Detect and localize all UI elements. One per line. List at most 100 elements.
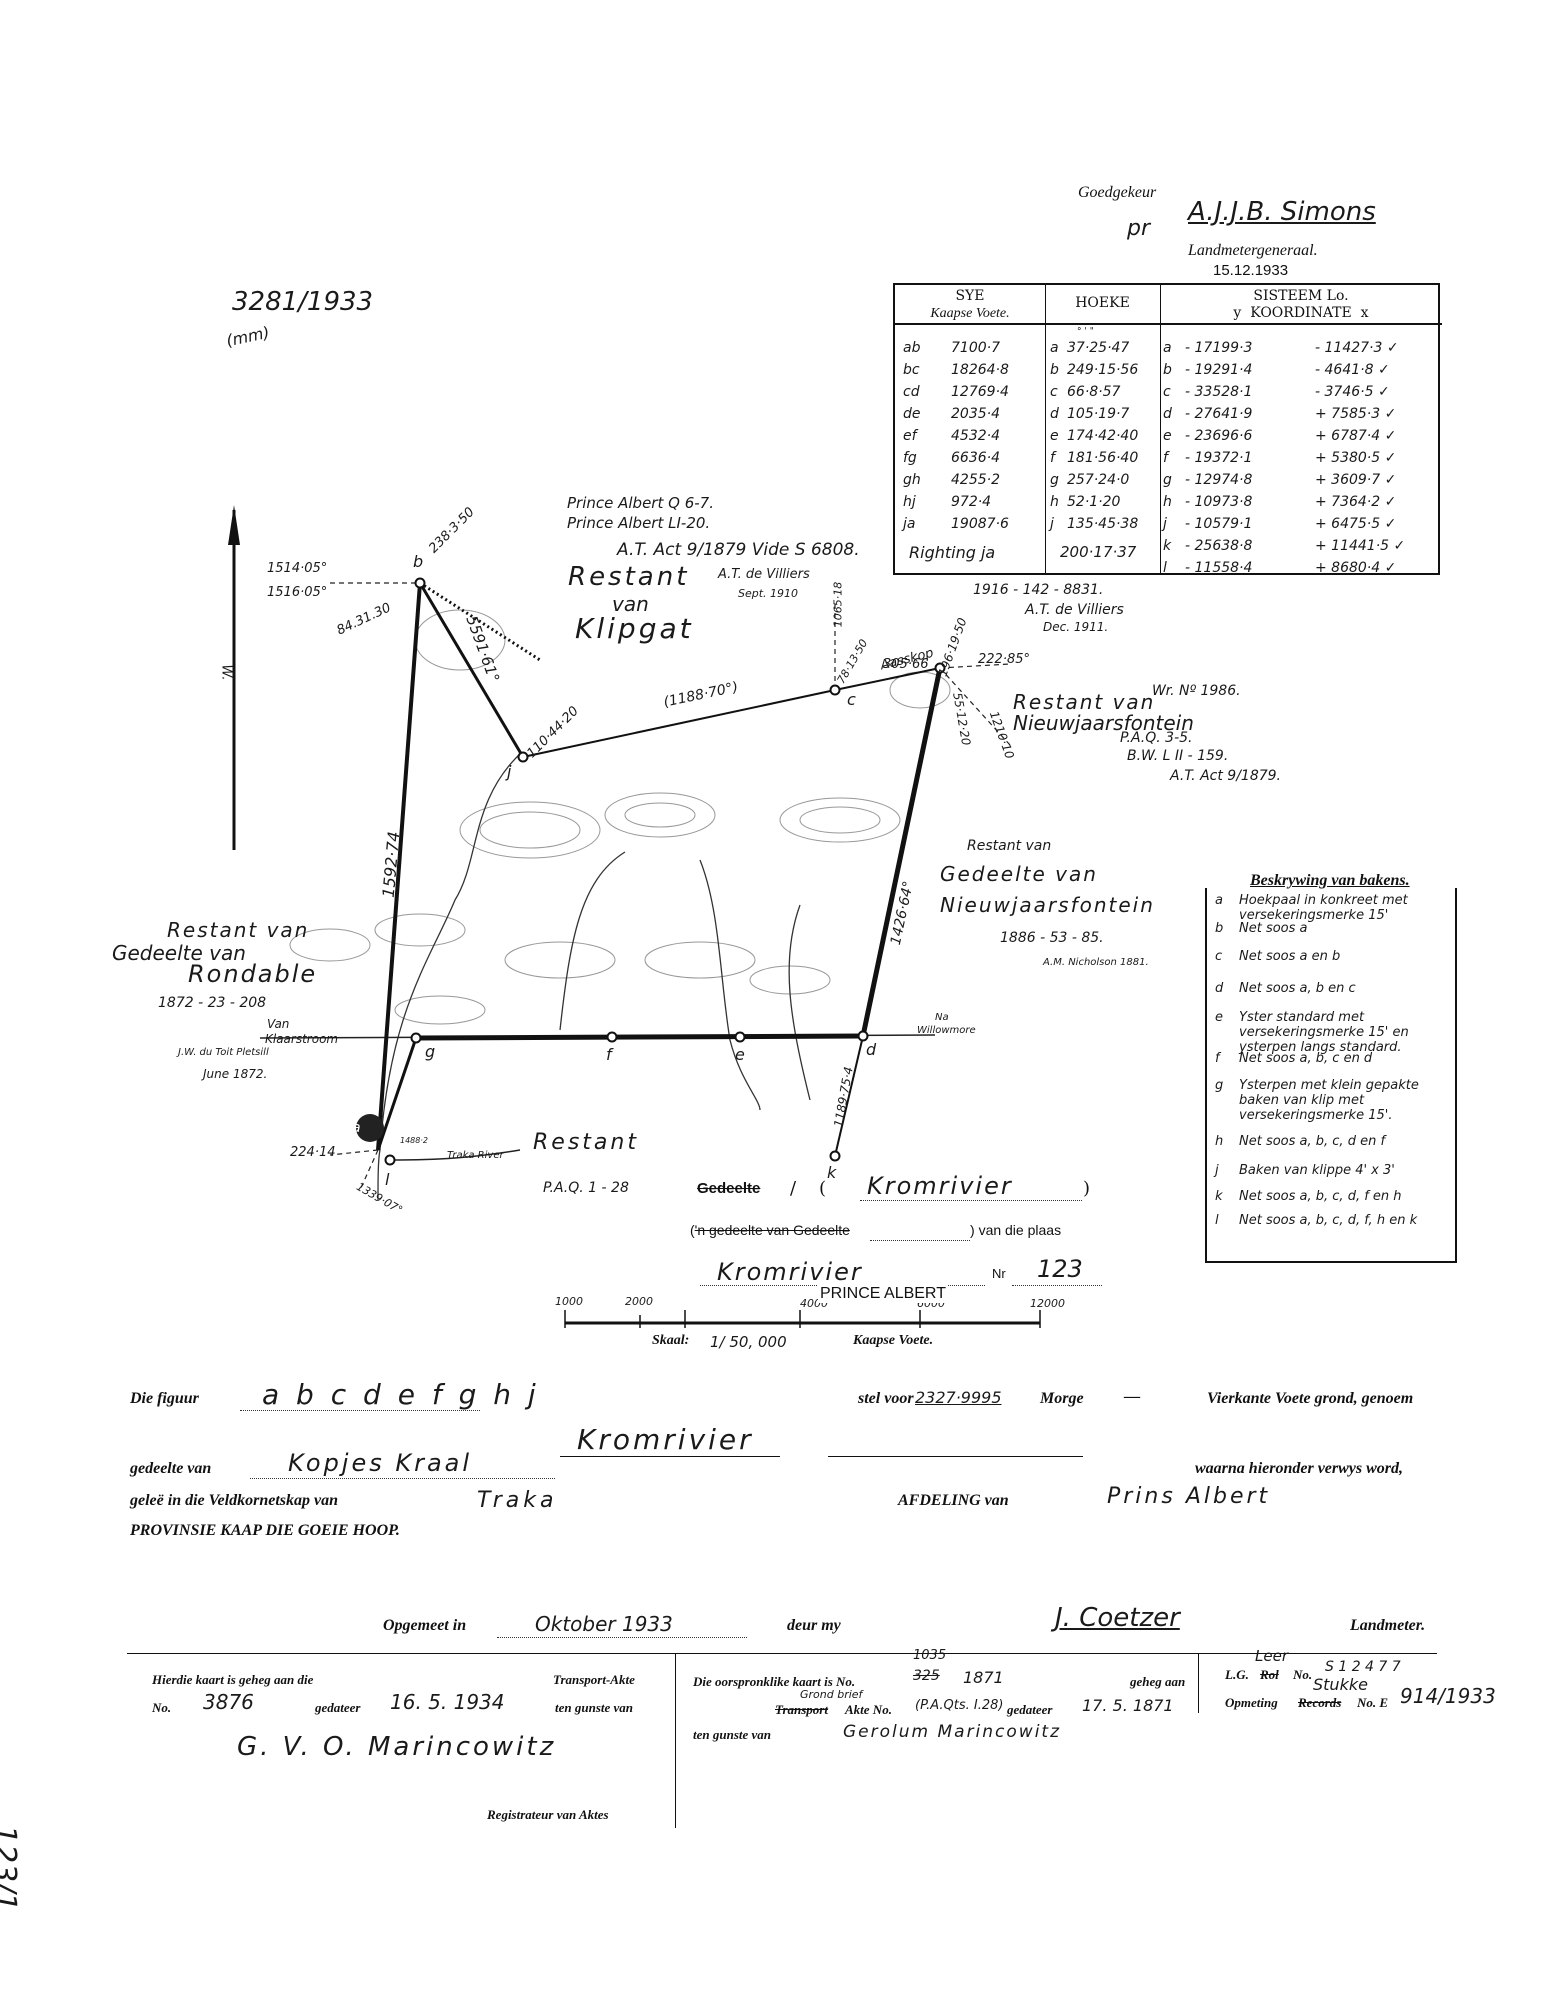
traka-river	[389, 1149, 521, 1161]
cell-length: 4532·4	[951, 428, 1000, 444]
legend-mark: b	[1215, 921, 1224, 936]
bearing-value: 200·17·37	[1060, 543, 1137, 561]
mid-right-name-2: Gedeelte van	[940, 862, 1098, 886]
annexed-label: Hierdie kaart is geheg aan die	[152, 1672, 314, 1687]
cell-side: cd	[903, 384, 920, 400]
top-neighbour-name-2: van	[612, 592, 649, 616]
cell-point: l	[1163, 560, 1167, 576]
scale-label: Skaal:	[652, 1333, 690, 1348]
top-neighbour-name-1: Restant	[568, 562, 690, 592]
cell-length: 972·4	[951, 494, 992, 510]
portion-value: Kopjes Kraal	[288, 1449, 473, 1477]
cell-point: k	[1163, 538, 1172, 554]
portion-label: gedeelte van	[130, 1460, 212, 1477]
legend-mark: l	[1215, 1213, 1219, 1228]
legend-title: Beskrywing van bakens.	[1250, 872, 1410, 889]
cell-x: + 5380·5 ✓	[1315, 450, 1397, 466]
by-label: deur my	[787, 1617, 841, 1634]
surveyed-dots	[497, 1637, 747, 1638]
legend-text: Net soos a, b, c en d	[1239, 1051, 1373, 1066]
legend-mark: e	[1215, 1010, 1223, 1025]
cell-angle: 52·1·20	[1067, 494, 1121, 510]
dimension-lines	[329, 582, 1011, 1191]
point-label-k: k	[827, 1163, 837, 1182]
dim-c-right: 222·85°	[978, 652, 1030, 667]
farm-no-dots	[1012, 1285, 1102, 1286]
lg-struck: Rol	[1260, 1667, 1279, 1682]
surveyor-title: Landmeter.	[1350, 1617, 1426, 1634]
ward-label: geleë in die Veldkornetskap van	[130, 1492, 338, 1509]
division-value: Prins Albert	[1107, 1484, 1271, 1509]
legend-text: Net soos a, b, c, d, f en h	[1239, 1189, 1402, 1204]
cell-apex: b	[1050, 362, 1059, 378]
title-line1-close: )	[1083, 1178, 1091, 1199]
title-line1-struck: Gedeelte	[697, 1180, 761, 1197]
left-by: J.W. du Toit Pletsill	[178, 1047, 269, 1058]
registrar-label: Registrateur van Aktes	[487, 1807, 609, 1822]
survey-ref-by: A.T. de Villiers	[1025, 602, 1124, 618]
legend-text: Net soos a, b en c	[1239, 981, 1356, 996]
coord-title: KOORDINATE	[1250, 305, 1352, 321]
dated-value: 16. 5. 1934	[390, 1690, 505, 1714]
cell-length: 19087·6	[951, 516, 1009, 532]
title-line2-dots	[870, 1240, 970, 1241]
orig-favour-value: Gerolum Marincowitz	[843, 1722, 1062, 1742]
top-neighbour-name-3: Klipgat	[575, 612, 694, 645]
top-ref-1: Prince Albert Q 6-7.	[567, 494, 714, 512]
dim-a-left: 224·14	[290, 1145, 336, 1160]
cell-x: + 6475·5 ✓	[1315, 516, 1397, 532]
morgen-dash: —	[1123, 1386, 1141, 1407]
top-ref-5: Sept. 1910	[738, 587, 799, 600]
form-divider-1	[675, 1653, 676, 1828]
table-row: l- 11558·4+ 8680·4 ✓	[895, 557, 1438, 579]
orig-no-struck: 325	[913, 1668, 940, 1684]
table-divider	[1160, 285, 1161, 573]
point-label-l: l	[385, 1170, 390, 1189]
point-label-j: j	[507, 762, 512, 781]
left-ref: 1872 - 23 - 208	[158, 995, 267, 1011]
parcel-boundary	[376, 581, 943, 1157]
division-label: AFDELING van	[898, 1492, 1009, 1509]
surveyed-value: Oktober 1933	[535, 1612, 673, 1636]
beacon-h-marker	[356, 1114, 384, 1142]
name-value: Kromrivier	[577, 1423, 754, 1456]
right-road-1: Na	[935, 1012, 949, 1023]
cell-angle: 257·24·0	[1067, 472, 1130, 488]
cell-x: - 3746·5 ✓	[1315, 384, 1390, 400]
point-label-a: a	[352, 1120, 361, 1136]
legend-text: Baken van klippe 4' x 3'	[1239, 1163, 1395, 1178]
scale-tick-2: 2000	[625, 1295, 653, 1308]
cell-x: - 4641·8 ✓	[1315, 362, 1390, 378]
favour-label: ten gunste van	[555, 1700, 634, 1715]
coord-subheader: y KOORDINATE x	[1160, 305, 1442, 322]
title-line1-sep: / (	[790, 1178, 826, 1199]
dim-a-small: 1488·2	[400, 1136, 428, 1145]
cell-side: ja	[903, 516, 916, 532]
col-y-label: y	[1233, 305, 1242, 321]
transport-label: Transport-Akte	[553, 1672, 635, 1687]
lg-above: Leer	[1255, 1647, 1288, 1665]
cell-x: + 7364·2 ✓	[1315, 494, 1397, 510]
cell-apex: c	[1050, 384, 1058, 400]
title-line2: ('n gedeelte van Gedeelte	[690, 1222, 850, 1238]
represents-label: stel voor	[858, 1390, 914, 1407]
sides-title: SYE	[955, 288, 985, 304]
mid-right-name-1: Restant van	[967, 838, 1052, 854]
legend-text: Net soos a, b, c, d, f, h en k	[1239, 1213, 1418, 1228]
lg-no-value: S 1 2 4 7 7	[1325, 1659, 1401, 1675]
bottom-neighbour-ref: P.A.Q. 1 - 28	[543, 1180, 629, 1196]
legend-text: Net soos a, b, c, d en f	[1239, 1134, 1386, 1149]
cell-side: gh	[903, 472, 921, 488]
left-road-2: Klaarstroom	[265, 1032, 339, 1046]
cell-side: hj	[903, 494, 916, 510]
title-line2-struck: 'n gedeelte van Gedeelte	[694, 1222, 850, 1238]
cell-side: ef	[903, 428, 917, 444]
col-x-label: x	[1360, 305, 1369, 321]
cell-point: c	[1163, 384, 1171, 400]
farm-name: Kromrivier	[717, 1258, 863, 1286]
